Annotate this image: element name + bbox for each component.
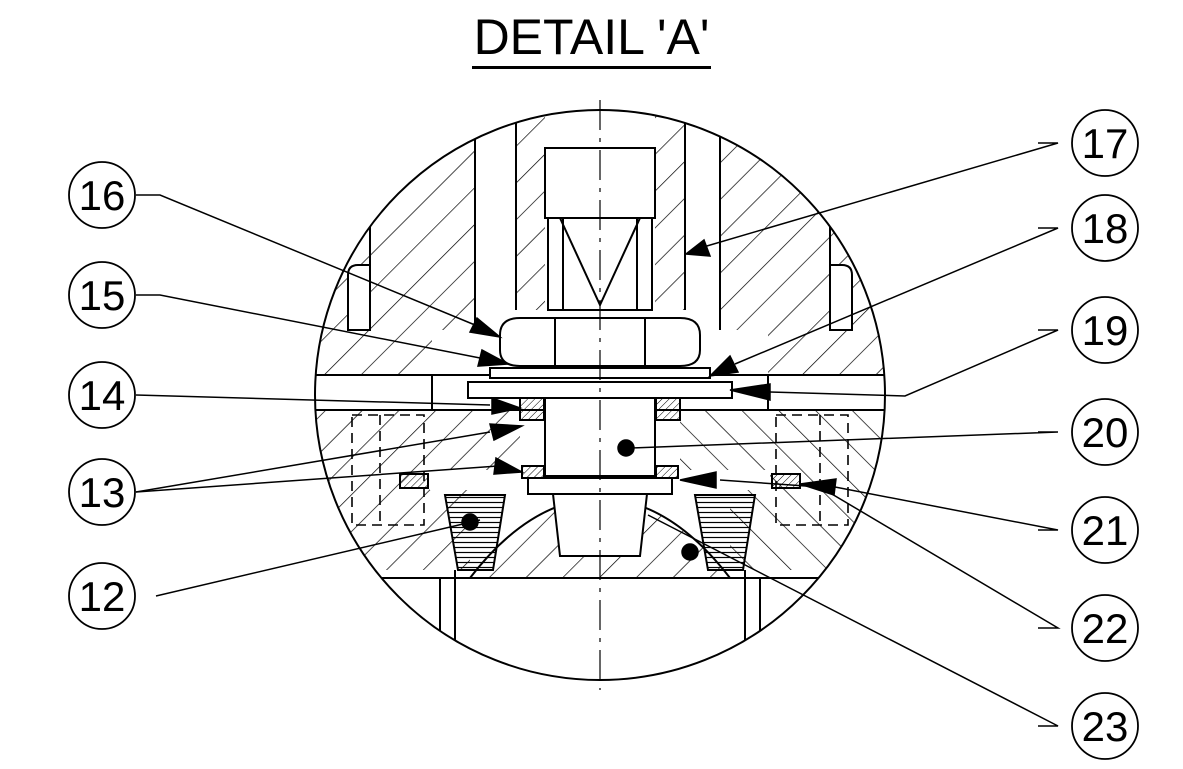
balloon-22[interactable]: 22 (1071, 594, 1139, 662)
leader-lines (135, 142, 1061, 727)
stem-assembly (399, 147, 801, 557)
balloon-21[interactable]: 21 (1071, 496, 1139, 564)
balloon-21-label: 21 (1082, 507, 1129, 554)
upper-left-pocket (347, 110, 371, 331)
upper-body-center-left (516, 110, 545, 310)
balloon-14-label: 14 (79, 372, 126, 419)
balloon-18[interactable]: 18 (1071, 194, 1139, 262)
balloon-20-label: 20 (1082, 409, 1129, 456)
balloon-18-label: 18 (1082, 205, 1129, 252)
dot-12 (461, 513, 479, 531)
dot-23 (681, 543, 699, 561)
balloon-13[interactable]: 13 (68, 458, 136, 526)
balloon-23-label: 23 (1082, 703, 1129, 750)
balloon-15-label: 15 (79, 272, 126, 319)
balloon-12-label: 12 (79, 573, 126, 620)
balloon-16-label: 16 (79, 172, 126, 219)
upper-right-pocket (829, 110, 853, 331)
balloon-22-label: 22 (1082, 605, 1129, 652)
balloon-14[interactable]: 14 (68, 361, 136, 429)
balloons: 16 15 14 13 12 17 18 19 20 21 22 23 (68, 109, 1139, 760)
upper-body-left (316, 110, 475, 375)
balloon-16[interactable]: 16 (68, 161, 136, 229)
upper-body-center-right (655, 110, 685, 310)
balloon-17[interactable]: 17 (1071, 109, 1139, 177)
balloon-12[interactable]: 12 (68, 562, 136, 630)
detail-title: DETAIL 'A' (0, 8, 1183, 69)
balloon-15[interactable]: 15 (68, 261, 136, 329)
dot-20 (617, 439, 635, 457)
balloon-17-label: 17 (1082, 120, 1129, 167)
balloon-20[interactable]: 20 (1071, 398, 1139, 466)
balloon-23[interactable]: 23 (1071, 692, 1139, 760)
balloon-13-label: 13 (79, 469, 126, 516)
detail-title-text: DETAIL 'A' (471, 11, 712, 69)
balloon-19-label: 19 (1082, 307, 1129, 354)
balloon-19[interactable]: 19 (1071, 296, 1139, 364)
gland-right (693, 494, 757, 571)
